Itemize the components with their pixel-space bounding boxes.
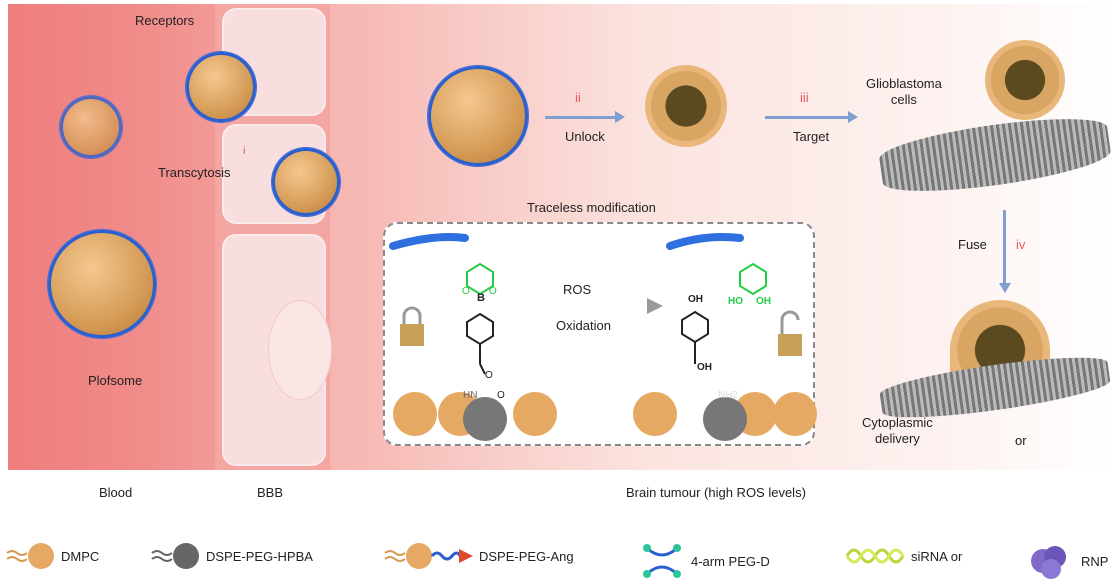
plofsome-particle <box>48 230 156 338</box>
legend-label: DMPC <box>61 548 100 564</box>
hydroxyl-label: OH <box>697 362 712 373</box>
fuse-label: Fuse <box>958 237 987 252</box>
plofsome-particle <box>186 52 256 122</box>
amine-label: NH2 <box>718 390 739 401</box>
locked-padlock-icon <box>400 324 424 346</box>
legend-label: RNP <box>1081 553 1109 569</box>
boron-atom: B <box>477 292 485 304</box>
legend-label: 4-arm PEG-D <box>691 553 770 569</box>
dspe-peg-ang-icon <box>384 543 473 569</box>
transcytosis-label: Transcytosis <box>158 165 231 180</box>
ros-label: ROS <box>563 282 592 297</box>
unlock-label: Unlock <box>565 129 605 144</box>
cytoplasmic-label: Cytoplasmic delivery <box>862 415 933 446</box>
unlock-arrow <box>545 111 625 123</box>
glioblastoma-label: Glioblastoma cells <box>866 76 942 107</box>
fuse-arrow <box>1003 210 1006 285</box>
step-iv: iv <box>1016 237 1026 252</box>
legend-dspe-peg-ang: DSPE-PEG-Ang <box>383 541 574 571</box>
target-arrow <box>765 111 858 123</box>
oxygen-atom: O <box>485 370 493 381</box>
vesicle <box>985 40 1065 120</box>
nucleus <box>268 300 332 400</box>
tumour-label: Brain tumour (high ROS levels) <box>626 485 806 500</box>
receptors-label: Receptors <box>135 13 195 28</box>
unlocked-vesicle <box>645 65 727 147</box>
or-label: or <box>1015 433 1027 448</box>
plofsome-particle <box>60 96 122 158</box>
legend-rnp: RNP <box>1025 541 1108 581</box>
plofsome-particle <box>272 148 340 216</box>
step-ii: ii <box>575 90 581 105</box>
oxygen-atom: O <box>462 286 470 297</box>
hydroxyl-label: HO <box>728 296 743 307</box>
plofsome-label: Plofsome <box>88 373 143 388</box>
traceless-modification-box: B O O O O HN NH2 OH OH HO OH ROS Oxidati… <box>383 222 817 446</box>
sirna-icon <box>845 548 905 564</box>
oxygen-atom: O <box>497 390 505 401</box>
legend-label: siRNA or <box>911 548 963 564</box>
oxygen-atom: O <box>489 286 497 297</box>
four-arm-peg-icon <box>643 544 681 578</box>
bbb-label: BBB <box>257 485 284 500</box>
legend-label: DSPE-PEG-Ang <box>479 548 574 564</box>
step-i: i <box>243 145 246 157</box>
unlocked-padlock-icon <box>778 334 802 356</box>
traceless-label: Traceless modification <box>527 200 656 215</box>
plofsome-particle <box>428 66 528 166</box>
amine-label: HN <box>463 390 478 401</box>
legend-sirna: siRNA or <box>845 541 962 571</box>
legend-4-arm-peg: 4-arm PEG-D <box>640 541 770 581</box>
target-label: Target <box>793 129 830 144</box>
hydroxyl-label: OH <box>688 294 703 305</box>
legend-dmpc: DMPC <box>5 541 99 571</box>
rnp-icon <box>1031 546 1066 579</box>
oxidation-label: Oxidation <box>556 318 611 333</box>
chemistry-scheme <box>389 233 817 441</box>
legend-dspe-peg-hpba: DSPE-PEG-HPBA <box>150 541 313 571</box>
dspe-peg-hpba-icon <box>151 543 199 569</box>
legend-label: DSPE-PEG-HPBA <box>206 548 313 564</box>
hydroxyl-label: OH <box>756 296 771 307</box>
dmpc-lipid-icon <box>6 543 54 569</box>
blood-label: Blood <box>99 485 133 500</box>
step-iii: iii <box>800 90 809 105</box>
